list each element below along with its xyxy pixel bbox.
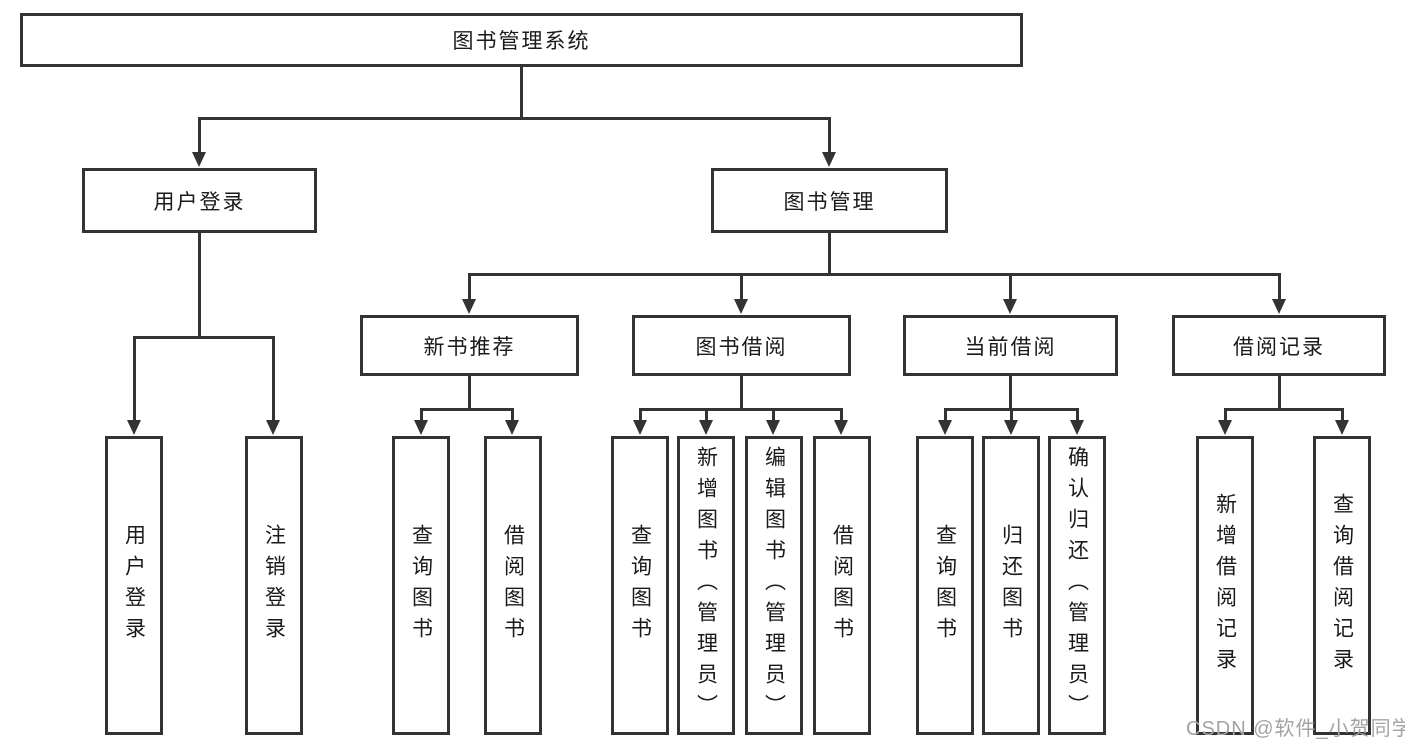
connector-nbr-stem (468, 376, 471, 408)
node-leaf-confirm-return-admin: 确认归还（管理员） (1048, 436, 1106, 735)
node-current-borrowing: 当前借阅 (903, 315, 1118, 376)
leaf-label: 借阅图书 (830, 523, 854, 648)
node-borrowing-records: 借阅记录 (1172, 315, 1386, 376)
arrow-into-bb-edit (766, 408, 780, 435)
connector-user-login-bar (133, 336, 275, 339)
node-leaf-query-book-cb: 查询图书 (916, 436, 974, 735)
leaf-label: 编辑图书（管理员） (762, 446, 786, 725)
node-book-management: 图书管理 (711, 168, 948, 233)
leaf-label: 注销登录 (262, 523, 286, 648)
connector-user-login-stem (198, 233, 201, 336)
node-leaf-query-book-nbr: 查询图书 (392, 436, 450, 735)
connector-br-bar (1224, 408, 1344, 411)
node-leaf-logout: 注销登录 (245, 436, 303, 735)
node-leaf-edit-book-admin: 编辑图书（管理员） (745, 436, 803, 735)
arrow-into-br-add (1218, 408, 1232, 435)
node-leaf-borrow-book-nbr: 借阅图书 (484, 436, 542, 735)
node-book-borrowing: 图书借阅 (632, 315, 851, 376)
arrow-into-bb-add (699, 408, 713, 435)
arrow-into-cb-query (938, 408, 952, 435)
connector-level3-bar (468, 273, 1281, 276)
connector-level1-bar (198, 117, 831, 120)
arrow-into-borrow-record (1272, 273, 1286, 314)
leaf-label: 确认归还（管理员） (1065, 446, 1089, 725)
leaf-label: 归还图书 (999, 523, 1023, 648)
connector-br-stem (1278, 376, 1281, 408)
connector-root-stem (520, 67, 523, 117)
leaf-label: 查询图书 (933, 523, 957, 648)
leaf-label: 用户登录 (122, 523, 146, 648)
arrow-into-nbr-query (414, 408, 428, 435)
node-leaf-user-login: 用户登录 (105, 436, 163, 735)
connector-cb-stem (1009, 376, 1012, 408)
arrow-into-leaf-user-login (127, 336, 141, 435)
leaf-label: 查询图书 (409, 523, 433, 648)
node-leaf-add-borrow-record: 新增借阅记录 (1196, 436, 1254, 735)
node-leaf-add-book-admin: 新增图书（管理员） (677, 436, 735, 735)
node-leaf-borrow-book-bb: 借阅图书 (813, 436, 871, 735)
leaf-label: 查询借阅记录 (1330, 492, 1354, 679)
arrow-into-nbr-borrow (505, 408, 519, 435)
node-library-management-system: 图书管理系统 (20, 13, 1023, 67)
csdn-watermark: CSDN @软件_小贺同学 (1186, 718, 1405, 740)
connector-nbr-bar (420, 408, 514, 411)
arrow-into-current-borrow (1003, 273, 1017, 314)
node-leaf-query-book-bb: 查询图书 (611, 436, 669, 735)
connector-book-mgmt-stem (828, 232, 831, 273)
leaf-label: 查询图书 (628, 523, 652, 648)
leaf-label: 新增图书（管理员） (694, 446, 718, 725)
node-new-book-recommendation: 新书推荐 (360, 315, 579, 376)
arrow-into-user-login (192, 117, 206, 167)
arrow-into-leaf-logout (266, 336, 280, 435)
node-leaf-query-borrow-record: 查询借阅记录 (1313, 436, 1371, 735)
connector-bb-bar (639, 408, 843, 411)
node-leaf-return-book: 归还图书 (982, 436, 1040, 735)
connector-bb-stem (740, 376, 743, 408)
arrow-into-new-book-rec (462, 273, 476, 314)
arrow-into-book-management (822, 117, 836, 167)
leaf-label: 借阅图书 (501, 523, 525, 648)
arrow-into-cb-return (1004, 408, 1018, 435)
leaf-label: 新增借阅记录 (1213, 492, 1237, 679)
arrow-into-book-borrow (734, 273, 748, 314)
arrow-into-cb-confirm (1070, 408, 1084, 435)
node-user-login: 用户登录 (82, 168, 317, 233)
arrow-into-br-query (1335, 408, 1349, 435)
arrow-into-bb-borrow (834, 408, 848, 435)
arrow-into-bb-query (633, 408, 647, 435)
